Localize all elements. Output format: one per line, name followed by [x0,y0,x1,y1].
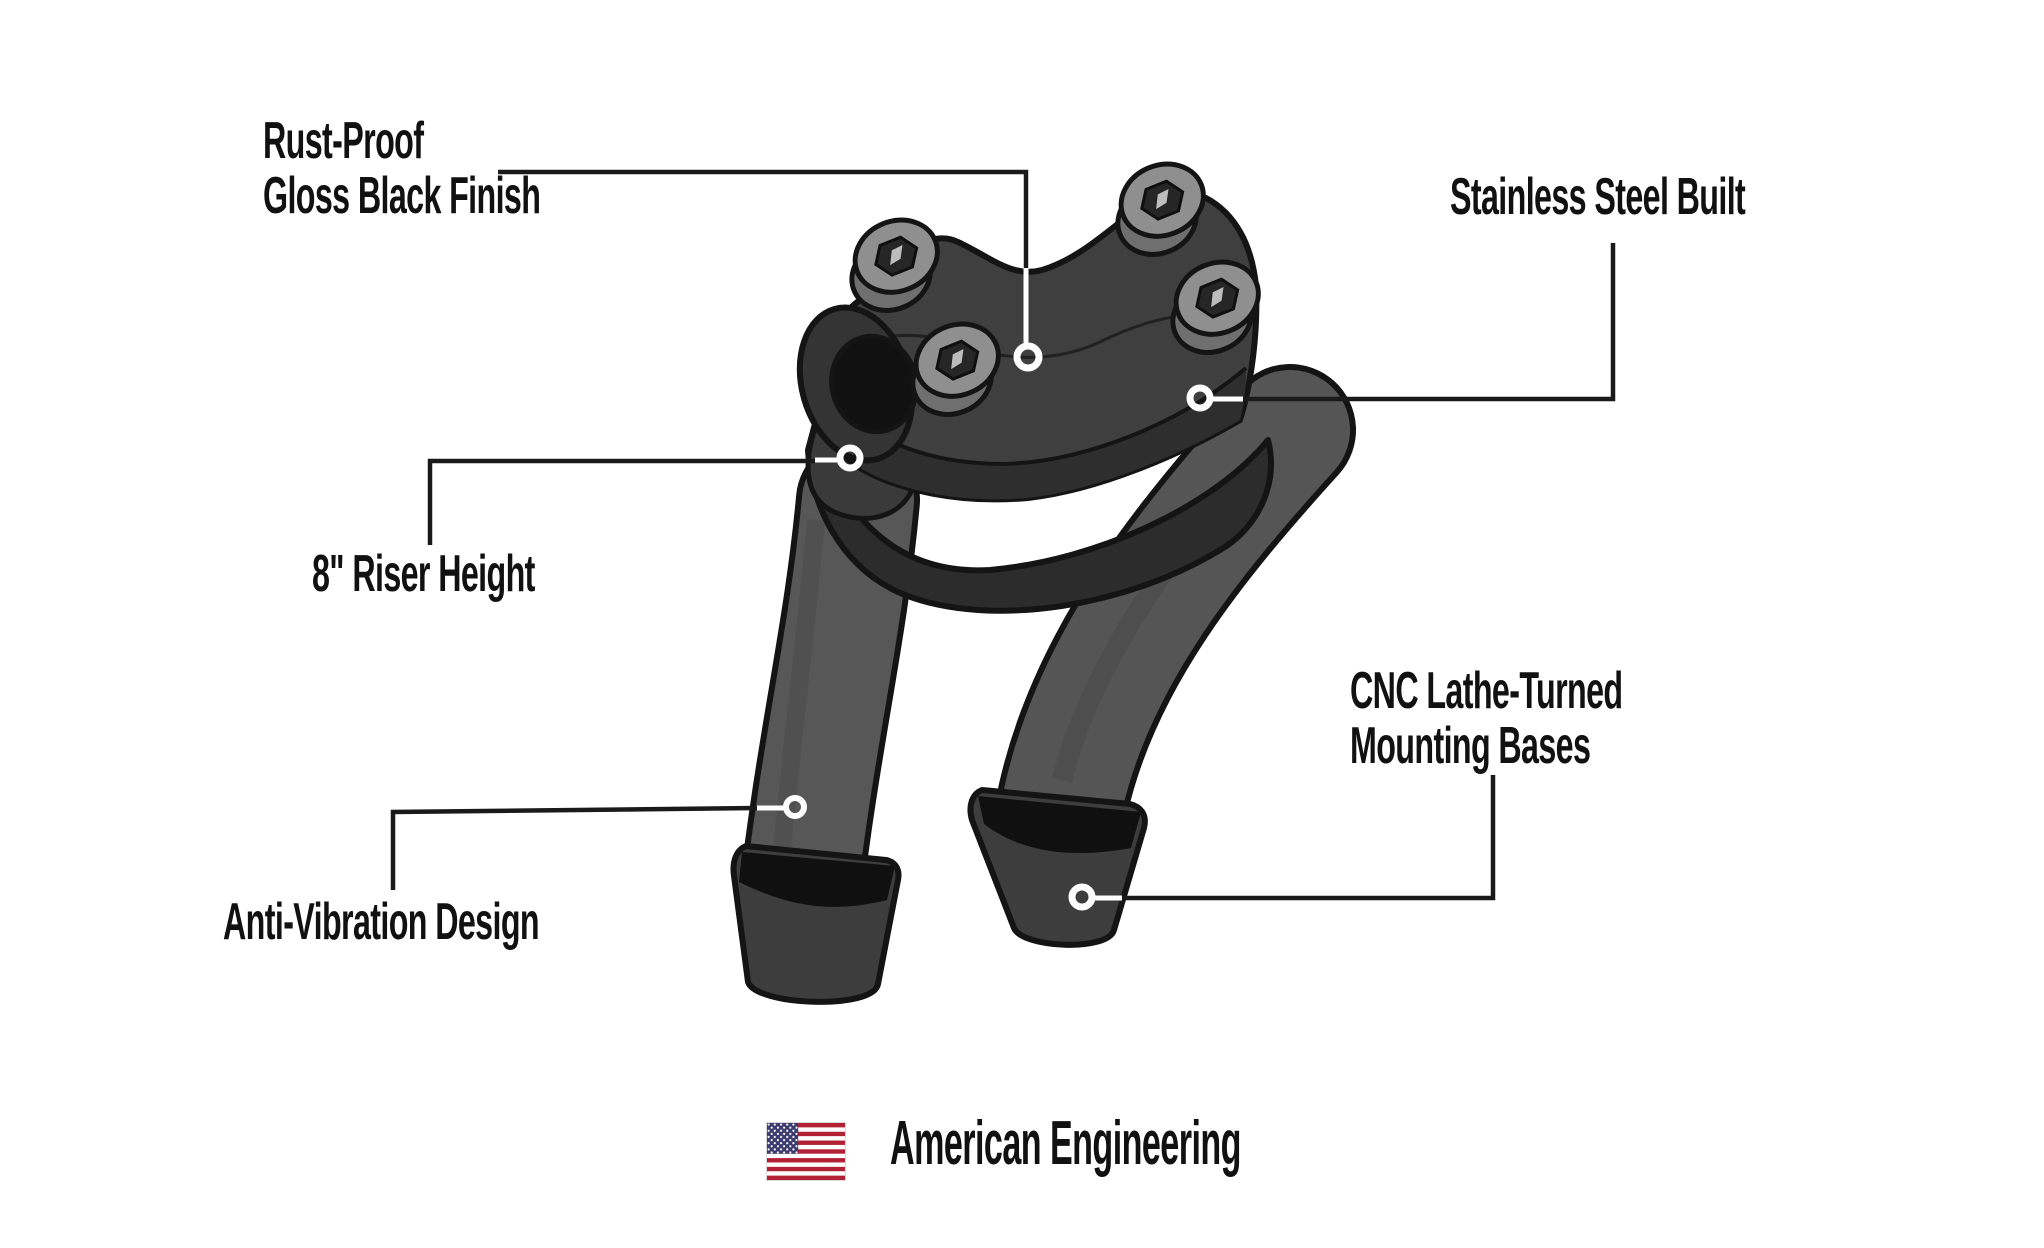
leader-anti-vibration [390,805,758,890]
marker-anti-vibration [783,795,807,819]
callout-markers [783,342,1214,911]
marker-cnc-bases [1068,883,1096,911]
bolt-mid-right [1170,259,1261,355]
leader-stainless-steel [1243,243,1616,402]
label-rust-proof: Rust-Proof Gloss Black Finish [263,112,541,225]
marker-riser-height [836,444,864,472]
bolt-top-left [849,217,940,313]
label-anti-vibration: Anti-Vibration Design [223,893,540,951]
leader-line-stubs [757,268,1243,901]
label-stainless-steel: Stainless Steel Built [1450,168,1746,226]
leader-lines [390,169,1616,901]
label-cnc-bases: CNC Lathe-Turned Mounting Bases [1350,662,1623,775]
us-flag-icon [766,1122,846,1181]
label-rust-proof-line2: Gloss Black Finish [263,167,541,225]
marker-rust-proof [1013,342,1043,372]
label-rust-proof-line1: Rust-Proof [263,112,424,170]
label-cnc-bases-line2: Mounting Bases [1350,717,1591,775]
label-riser-height: 8" Riser Height [312,545,535,603]
leader-riser-height [427,458,815,545]
bolt-mid-left [910,321,1001,417]
label-cnc-bases-line1: CNC Lathe-Turned [1350,662,1623,720]
leader-cnc-bases [1122,775,1496,901]
left-mounting-base [730,843,902,1005]
right-mounting-base [967,787,1148,948]
leader-rust-proof [498,169,1029,268]
marker-stainless-steel [1186,384,1214,412]
lower-clamp [805,417,1274,614]
handlebar-end-cap [796,304,919,464]
footer-tagline: American Engineering [890,1109,1241,1178]
bolt-top-right [1115,161,1206,257]
